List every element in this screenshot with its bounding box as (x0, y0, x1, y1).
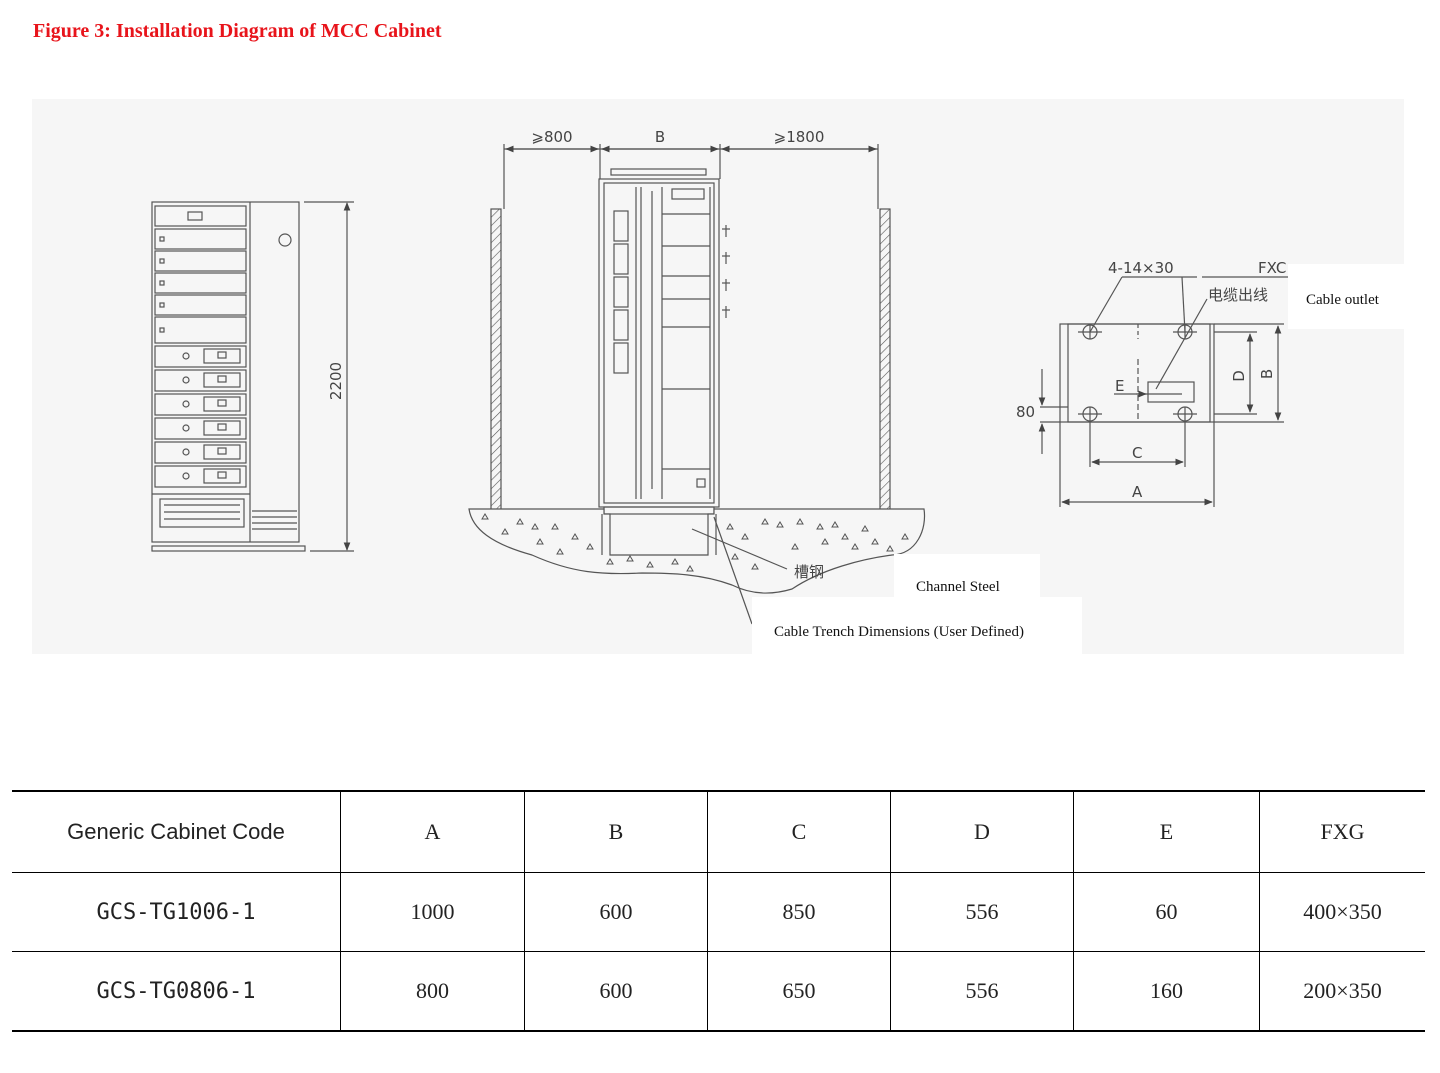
side-section (468, 144, 926, 625)
header-d: D (890, 790, 1074, 873)
cell-c: 850 (707, 872, 891, 952)
plan-dim-e-label: E (1115, 377, 1124, 395)
table-header-row: Generic Cabinet Code A B C D E FXG (12, 790, 1425, 873)
header-cabinet-code: Generic Cabinet Code (12, 790, 341, 873)
diagram-svg: 2200 (151, 128, 1404, 654)
header-a: A (340, 790, 525, 873)
cell-fxg: 200×350 (1259, 951, 1425, 1032)
header-c: C (707, 790, 891, 873)
header-fxg: FXG (1259, 790, 1425, 873)
installation-diagram: 2200 (32, 99, 1404, 654)
height-dimension-label: 2200 (327, 362, 345, 400)
header-e: E (1073, 790, 1260, 873)
front-clearance-label: ⩾800 (531, 128, 572, 146)
cell-fxg: 400×350 (1259, 872, 1425, 952)
cell-d: 556 (890, 872, 1074, 952)
cell-d: 556 (890, 951, 1074, 1032)
table-row: GCS-TG0806-1 800 600 650 556 160 200×350 (12, 951, 1425, 1032)
cable-outlet-label-box (1288, 264, 1404, 329)
rear-clearance-label: ⩾1800 (774, 128, 825, 146)
figure-title: Figure 3: Installation Diagram of MCC Ca… (33, 20, 442, 42)
plan-dim-b-label: B (1258, 369, 1276, 379)
cell-b: 600 (524, 872, 708, 952)
bolt-holes-label: 4-14×30 (1108, 259, 1174, 277)
cell-e: 60 (1073, 872, 1260, 952)
cable-outlet-cn-label: 电缆出线 (1208, 286, 1268, 304)
cabinet-depth-label: B (655, 128, 665, 146)
cell-b: 600 (524, 951, 708, 1032)
table-row: GCS-TG1006-1 1000 600 850 556 60 400×350 (12, 872, 1425, 952)
plan-dim-c-label: C (1132, 444, 1142, 462)
cell-code: GCS-TG0806-1 (12, 951, 341, 1032)
channel-steel-cn-label: 槽钢 (794, 563, 824, 581)
gravel-pattern (481, 513, 909, 572)
cable-outlet-label: Cable outlet (1306, 292, 1380, 308)
cell-code: GCS-TG1006-1 (12, 872, 341, 952)
cell-c: 650 (707, 951, 891, 1032)
plan-view (1038, 276, 1292, 507)
front-elevation (151, 201, 354, 552)
cell-a: 1000 (340, 872, 525, 952)
plan-dim-a-label: A (1132, 483, 1143, 501)
cable-trench-label-box (752, 597, 1082, 654)
fxg-label: FXC (1258, 259, 1286, 277)
dimensions-table: Generic Cabinet Code A B C D E FXG GCS-T… (12, 790, 1425, 1032)
channel-steel-label: Channel Steel (916, 579, 1000, 595)
cell-a: 800 (340, 951, 525, 1032)
plan-dim-80-label: 80 (1016, 403, 1035, 421)
cable-trench-label: Cable Trench Dimensions (User Defined) (774, 624, 1024, 640)
cell-e: 160 (1073, 951, 1260, 1032)
channel-steel-label-box (894, 554, 1040, 599)
plan-dim-d-label: D (1230, 370, 1248, 382)
header-b: B (524, 790, 708, 873)
